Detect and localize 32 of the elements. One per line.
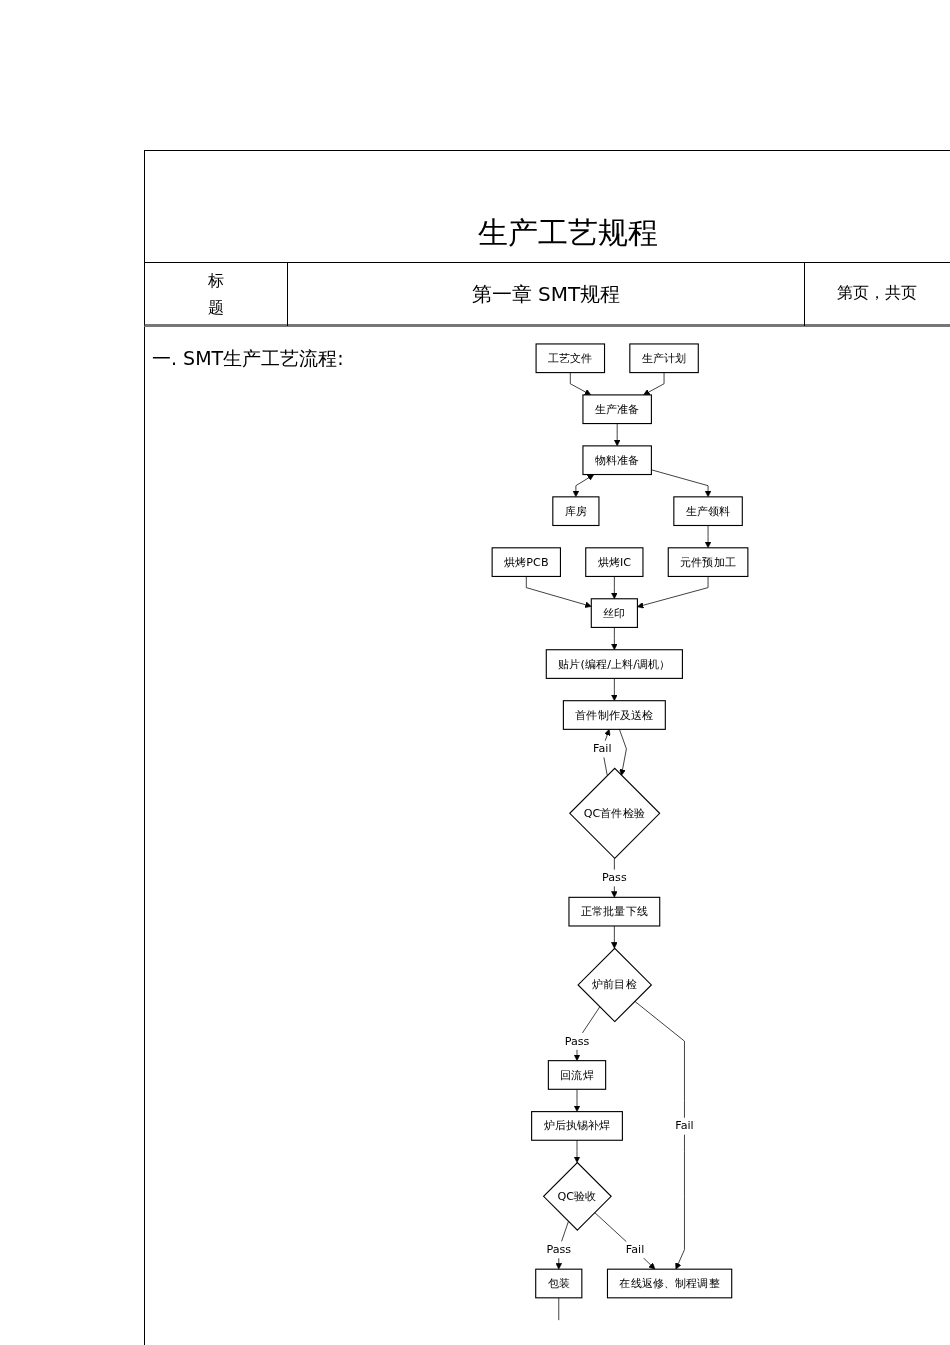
edge-label: Pass [602,870,627,885]
header-label: 标题 [207,270,225,319]
node-box: 首件制作及送检 [562,700,666,730]
edge-label: Fail [593,742,612,756]
node-box: 正常批量下线 [568,896,661,927]
node-box: 贴片(编程/上料/调机） [545,649,683,679]
edge-label: Fail [625,1242,645,1257]
document-title: 生产工艺规程 [477,215,658,250]
node-box: 在线返修、制程调整 [606,1268,733,1299]
node-box: 烘烤PCB [491,547,561,577]
node-diamond: QC验收 [542,1161,612,1231]
node-box: 工艺文件 [535,343,606,374]
node-diamond: QC首件检验 [569,767,661,860]
node-box: 生产领料 [673,496,743,527]
edge-label: Pass [564,1034,590,1048]
node-box: 元件预加工 [667,547,749,577]
node-box: 生产计划 [629,343,699,374]
connector [558,1297,560,1321]
node-box: 丝印 [590,598,638,628]
node-box: 回流焊 [547,1060,607,1090]
edge-label: Pass [546,1242,572,1257]
node-box: 烘烤IC [585,547,644,577]
node-box: 库房 [552,496,600,527]
node-diamond: 炉前目检 [577,947,653,1023]
node-box: 生产准备 [582,394,652,425]
node-box: 物料准备 [582,445,652,476]
edge-label: Fail [675,1119,694,1133]
page-count: 第页，共页 [836,283,918,304]
section-heading: 一. SMT生产工艺流程: [152,346,344,371]
node-box: 炉后执锡补焊 [531,1111,623,1141]
chapter-title: 第一章 SMT规程 [470,281,622,308]
node-box: 包装 [535,1268,583,1299]
